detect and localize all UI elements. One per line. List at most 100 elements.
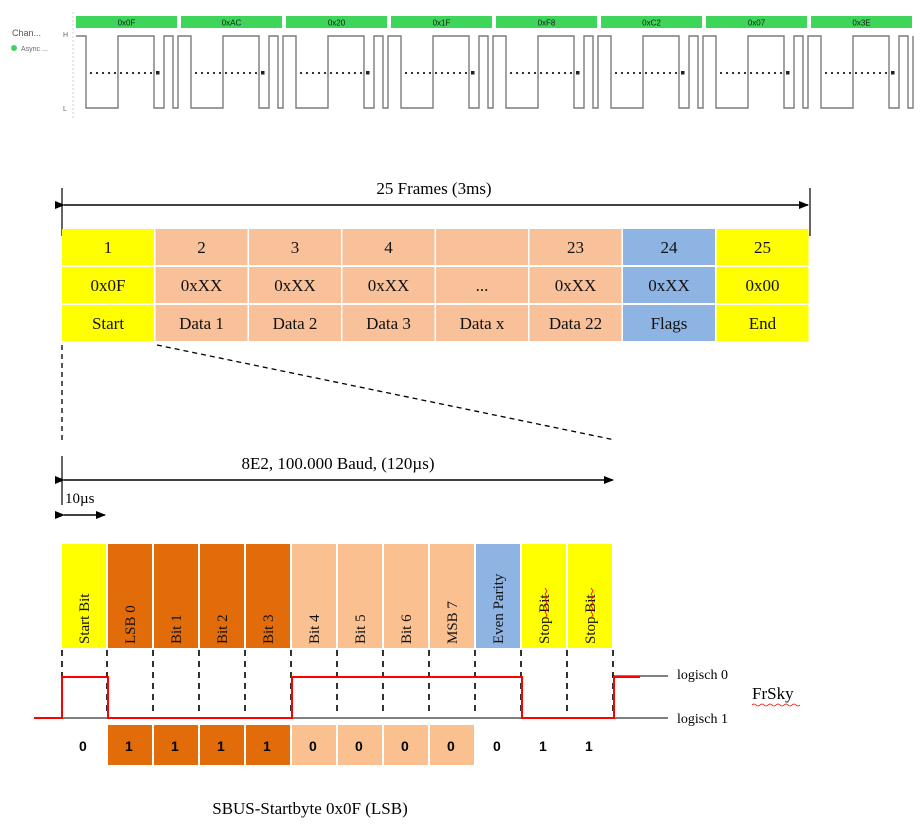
frame-name-cell [623,305,715,341]
frame-number-cell [342,229,435,265]
analyzer-dot [762,72,764,74]
bit-cell [62,544,106,648]
analyzer-dot [417,72,419,74]
frame-number-cell [716,229,809,265]
bit-name-label: Stop Bit [537,594,553,644]
analyzer-dot [465,72,467,74]
analyzer-byte-label [811,16,912,28]
bit-name-label: MSB 7 [445,601,461,644]
analyzer-dot [849,72,851,74]
bit-value-cell [246,725,290,765]
bit-name-label: Bit 4 [307,614,323,644]
analyzer-dot [663,72,665,74]
frame-value-text: ... [476,276,489,295]
analyzer-dot [831,72,833,74]
analyzer-dot [144,72,146,74]
bit-value-text: 0 [309,738,317,754]
level-low-label: logisch 1 [677,712,728,727]
zoom-line-right [156,344,616,441]
analyzer-dot [867,72,869,74]
frame-name-cell [529,305,622,341]
analyzer-byte-label [391,16,492,28]
analyzer-dot [354,72,356,74]
analyzer-dot [459,72,461,74]
frame-number-text: 24 [661,238,679,257]
analyzer-dot [855,72,857,74]
analyzer-dot [90,72,92,74]
analyzer-dot-end [576,71,580,75]
frame-value-text: 0x00 [746,276,780,295]
channel-status-dot [11,45,17,51]
analyzer-dot [255,72,257,74]
analyzer-dot [447,72,449,74]
bit-value-text: 0 [401,738,409,754]
frame-value-cell [62,267,154,303]
frame-name-text: End [749,314,777,333]
bit-name-label: Even Parity [491,573,507,644]
analyzer-byte-text: 0x3E [852,19,870,28]
analyzer-dot [564,72,566,74]
bit-waveform [34,676,640,719]
bit-cell [200,544,244,648]
bit-name-label: LSB 0 [123,605,139,644]
analyzer-dot [885,72,887,74]
bit-cell [338,544,382,648]
bit-value-text: 0 [493,738,501,754]
analyzer-dot [720,72,722,74]
low-level-label: L [63,106,67,113]
analyzer-dot [522,72,524,74]
analyzer-dot [114,72,116,74]
analyzer-dot [324,72,326,74]
frame-value-text: 0xXX [181,276,223,295]
analyzer-dot [411,72,413,74]
analyzer-dot [534,72,536,74]
bit-name-label: Bit 1 [169,614,185,644]
analyzer-byte-label [601,16,702,28]
analyzer-dot [423,72,425,74]
spellcheck-squiggle [751,703,801,707]
high-level-label: H [63,32,68,39]
frame-number-cell [529,229,622,265]
frame-value-cell [155,267,248,303]
analyzer-dotted-bits [90,71,895,75]
analyzer-dot [213,72,215,74]
frame-name-text: Start [92,314,124,333]
analyzer-dot [726,72,728,74]
caption: SBUS-Startbyte 0x0F (LSB) [212,799,408,818]
byte-section: 8E2, 100.000 Baud, (120µs) 10µs Start Bi… [34,454,801,818]
analyzer-dot [843,72,845,74]
frame-name-text: Data x [460,314,505,333]
analyzer-byte-text: 0xAC [222,19,242,28]
frame-name-cell [249,305,341,341]
analyzer-dot [219,72,221,74]
bit-value-text: 0 [355,738,363,754]
bit-value-text: 1 [217,738,225,754]
spellcheck-squiggle [590,587,594,619]
frame-name-text: Data 3 [366,314,411,333]
analyzer-dot [873,72,875,74]
frame-name-text: Flags [651,314,688,333]
analyzer-dot [453,72,455,74]
analyzer-dot [621,72,623,74]
analyzer-dot [651,72,653,74]
frame-name-cell [436,305,528,341]
analyzer-byte-text: 0x1F [433,19,451,28]
analyzer-waveform [76,35,914,109]
bit-value-cell [154,725,198,765]
analyzer-dot [768,72,770,74]
analyzer-dot [300,72,302,74]
analyzer-dot [360,72,362,74]
bit-value-text: 1 [263,738,271,754]
bit-cell [476,544,520,648]
frame-number-cell [155,229,248,265]
analyzer-dot [312,72,314,74]
bit-value-cell [292,725,336,765]
analyzer-dot [231,72,233,74]
analyzer-dot [645,72,647,74]
analyzer-dot [780,72,782,74]
bit-name-label: Bit 3 [261,614,277,644]
